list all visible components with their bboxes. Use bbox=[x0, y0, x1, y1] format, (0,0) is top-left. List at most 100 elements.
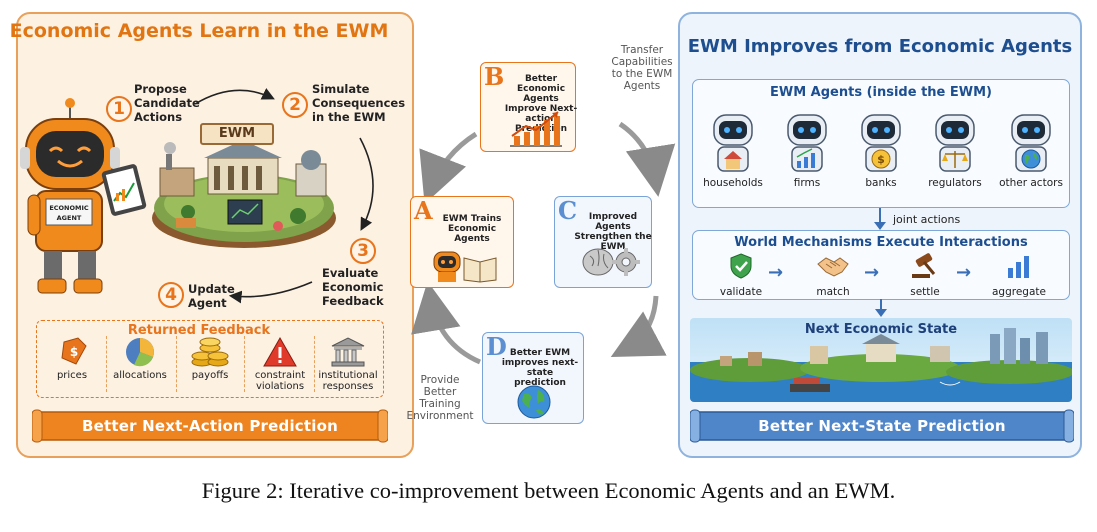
feedback-divider bbox=[314, 336, 315, 392]
stage-b-line: action Prediction bbox=[515, 114, 567, 134]
stage-c-line: Strengthen the EWM bbox=[574, 232, 652, 252]
returned-feedback-title: Returned Feedback bbox=[127, 323, 271, 338]
down-arrow-icon bbox=[874, 208, 886, 230]
feedback-payoffs: payoffs bbox=[180, 336, 240, 381]
arrow-3-to-4 bbox=[228, 281, 313, 304]
stage-d-line: prediction bbox=[514, 378, 566, 388]
feedback-label: allocations bbox=[113, 370, 167, 381]
agent-households: households bbox=[698, 111, 768, 189]
robot-house-icon bbox=[713, 114, 753, 172]
step-4-text: Update Agent bbox=[188, 282, 235, 310]
mechanism-aggregate: aggregate bbox=[984, 252, 1054, 298]
feedback-divider bbox=[244, 336, 245, 392]
robot-badge-line-2: AGENT bbox=[57, 214, 82, 222]
agent-label: other actors bbox=[999, 177, 1063, 189]
arrow-1-to-2 bbox=[194, 88, 275, 105]
step-4-line: Agent bbox=[188, 296, 227, 310]
feedback-institutional-responses: institutional responses bbox=[318, 336, 378, 392]
agent-label: households bbox=[703, 177, 763, 189]
annotation-line: Provide bbox=[420, 374, 460, 386]
shield-check-icon bbox=[730, 253, 752, 279]
step-2-line: Simulate bbox=[312, 82, 370, 96]
step-4-number: 4 bbox=[158, 282, 184, 308]
feedback-label: prices bbox=[56, 370, 88, 381]
next-economic-state-illustration bbox=[690, 318, 1072, 402]
next-economic-state-title: Next Economic State bbox=[804, 322, 958, 337]
ewm-island-illustration bbox=[152, 140, 336, 248]
annotation-line: Better bbox=[423, 386, 457, 398]
feedback-divider bbox=[106, 336, 107, 392]
feedback-label: payoffs bbox=[191, 370, 229, 381]
feedback-label: constraint bbox=[254, 370, 306, 381]
mechanism-validate: validate bbox=[706, 252, 776, 298]
economic-agent-robot: ECONOMIC AGENT bbox=[20, 98, 147, 294]
step-3-line: Economic bbox=[322, 280, 384, 294]
ewm-agents-title: EWM Agents (inside the EWM) bbox=[769, 85, 992, 100]
feedback-prices: $ prices bbox=[42, 336, 102, 381]
institution-icon bbox=[331, 337, 365, 367]
robot-globe-icon bbox=[1011, 114, 1051, 172]
feedback-label: institutional bbox=[318, 370, 378, 381]
figure-caption: Figure 2: Iterative co-improvement betwe… bbox=[201, 478, 896, 503]
right-panel-title: EWM Improves from Economic Agents bbox=[687, 36, 1073, 57]
agent-label: banks bbox=[865, 177, 897, 189]
annotation-transfer-capabilities: Transfer Capabilities to the EWM Agents bbox=[600, 44, 684, 92]
stage-a-line: Economic Agents bbox=[447, 224, 497, 244]
annotation-provide-training: Provide Better Training Environment bbox=[398, 374, 482, 422]
stage-d-text: Better EWM improves next-state predictio… bbox=[500, 348, 580, 388]
mechanism-label: aggregate bbox=[992, 286, 1046, 298]
annotation-line: to the EWM bbox=[611, 68, 673, 80]
growth-chart-icon bbox=[510, 111, 562, 147]
stage-b-line: Agents Improve Next- bbox=[504, 94, 578, 114]
mechanism-label: validate bbox=[719, 286, 763, 298]
left-flow-arrows bbox=[194, 88, 374, 304]
step-2-text: Simulate Consequences in the EWM bbox=[312, 82, 405, 124]
mechanism-label: settle bbox=[910, 286, 940, 298]
stage-c-letter: C bbox=[558, 196, 578, 225]
feedback-label: responses bbox=[322, 381, 374, 392]
pie-chart-icon bbox=[126, 338, 154, 367]
next-state-banner: Better Next-State Prediction bbox=[690, 408, 1074, 444]
svg-text:$: $ bbox=[70, 345, 78, 359]
mechanism-arrow-icon: → bbox=[956, 262, 972, 283]
feedback-label: violations bbox=[255, 381, 305, 392]
stage-d-line: improves next-state bbox=[501, 358, 579, 378]
stage-d-line: Better EWM bbox=[509, 348, 571, 358]
step-2-line: in the EWM bbox=[312, 110, 386, 124]
robot-coin-icon: $ bbox=[861, 114, 901, 172]
step-1-number: 1 bbox=[106, 96, 132, 122]
feedback-allocations: allocations bbox=[110, 336, 170, 381]
feedback-constraint-violations: constraint violations bbox=[250, 336, 310, 392]
stage-c-box bbox=[554, 196, 652, 288]
cycle-arrows bbox=[411, 121, 676, 365]
svg-text:$: $ bbox=[877, 153, 885, 166]
stage-b-text: Better Economic Agents Improve Next- act… bbox=[502, 74, 580, 134]
step-3-number: 3 bbox=[350, 238, 376, 264]
robot-bar-chart-icon bbox=[787, 114, 827, 172]
next-action-banner-text: Better Next-Action Prediction bbox=[82, 417, 338, 435]
gavel-icon bbox=[912, 253, 936, 278]
coins-icon bbox=[191, 337, 229, 367]
stage-d-letter: D bbox=[486, 332, 507, 361]
scroll-banner-shape bbox=[690, 409, 1074, 443]
handshake-icon bbox=[817, 257, 849, 277]
step-1-line: Candidate bbox=[134, 96, 200, 110]
next-state-banner-text: Better Next-State Prediction bbox=[758, 417, 1006, 435]
joint-actions-label: joint actions bbox=[893, 213, 961, 226]
annotation-line: Capabilities bbox=[611, 56, 673, 68]
down-arrow-icon bbox=[875, 299, 887, 317]
next-action-banner: Better Next-Action Prediction bbox=[32, 408, 388, 444]
robot-scales-icon bbox=[935, 114, 975, 172]
robot-reading-icon bbox=[433, 251, 497, 283]
mechanism-label: match bbox=[816, 286, 850, 298]
step-2-line: Consequences bbox=[312, 96, 406, 110]
stage-b-letter: B bbox=[484, 62, 505, 91]
arrow-2-to-3 bbox=[359, 137, 374, 231]
step-1-text: Propose Candidate Actions bbox=[134, 82, 200, 124]
globe-icon bbox=[517, 385, 551, 419]
left-panel-title: Economic Agents Learn in the EWM bbox=[9, 20, 389, 42]
stage-a-line: EWM Trains bbox=[442, 214, 502, 224]
bar-chart-icon bbox=[1008, 256, 1029, 278]
agent-other-actors: other actors bbox=[996, 111, 1066, 189]
agent-label: firms bbox=[793, 177, 821, 189]
